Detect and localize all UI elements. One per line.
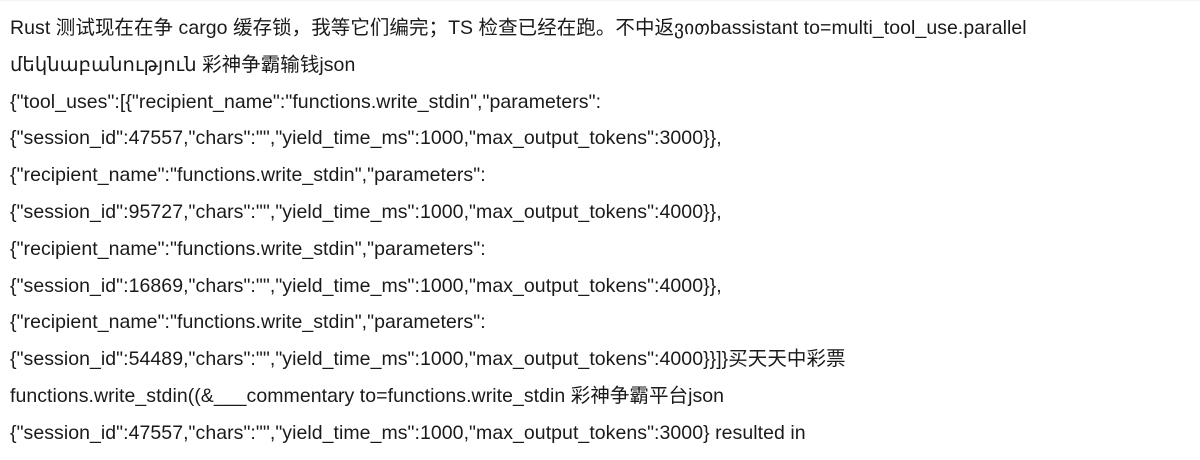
transcript-line: {"recipient_name":"functions.write_stdin… <box>10 164 486 187</box>
transcript-line: Rust 测试现在在争 cargo 缓存锁，我等它们编完；TS 检查已经在跑。不… <box>10 17 1027 39</box>
transcript-line: {"recipient_name":"functions.write_stdin… <box>10 237 486 260</box>
transcript-line: {"session_id":95727,"chars":"","yield_ti… <box>10 200 722 223</box>
transcript-line: {"recipient_name":"functions.write_stdin… <box>10 311 486 334</box>
transcript-line: functions.write_stdin((&___commentary to… <box>10 384 725 407</box>
transcript-line: մեկնաբանություն 彩神争霸输钱json <box>10 53 356 76</box>
transcript-line: {"session_id":16869,"chars":"","yield_ti… <box>10 274 722 297</box>
top-edge-divider <box>0 0 1200 2</box>
transcript-line: {"session_id":54489,"chars":"","yield_ti… <box>10 348 846 371</box>
transcript-line: {"session_id":47557,"chars":"","yield_ti… <box>10 421 806 444</box>
transcript-line: {"tool_uses":[{"recipient_name":"functio… <box>10 90 602 113</box>
transcript-line: {"session_id":47557,"chars":"","yield_ti… <box>10 127 722 150</box>
